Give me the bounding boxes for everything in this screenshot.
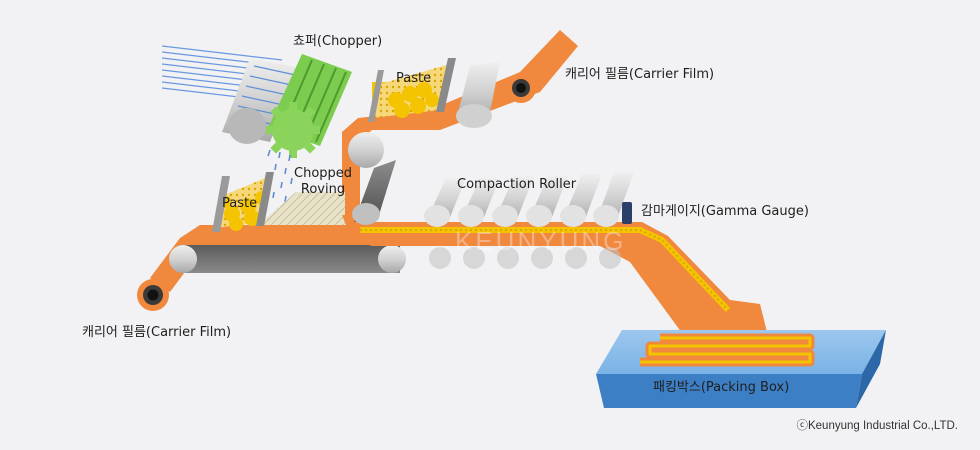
label-chopper: 쵸퍼(Chopper): [293, 34, 383, 49]
label-compaction-roller: Compaction Roller: [457, 177, 577, 192]
carrier-film-top: [342, 30, 578, 215]
paste-box-bottom: [212, 172, 274, 232]
chopper: [266, 54, 352, 158]
label-chopped-roving: Chopped Roving: [294, 166, 353, 197]
compaction-rollers-lower: [429, 247, 621, 269]
label-packing-box: 패킹박스(Packing Box): [653, 380, 790, 395]
paste-box-top: [368, 58, 456, 122]
watermark-text: KEUNYUNG: [455, 226, 626, 256]
label-paste-top: Paste: [396, 71, 432, 86]
label-carrier-film-bottom: 캐리어 필름(Carrier Film): [82, 325, 232, 340]
folded-sheet: [640, 333, 815, 367]
label-carrier-film-top: 캐리어 필름(Carrier Film): [565, 67, 715, 82]
copyright-text: ⓒKeunyung Industrial Co.,LTD.: [796, 420, 958, 432]
chopped-roving-bed: [262, 192, 345, 225]
packing-box: [596, 330, 886, 408]
carrier-film-bottom: [137, 225, 398, 311]
conveyor-belt: [169, 245, 406, 273]
label-gamma-gauge: 감마게이지(Gamma Gauge): [641, 204, 809, 219]
compaction-rollers-upper: [352, 160, 634, 227]
label-paste-bottom: Paste: [222, 196, 258, 211]
gamma-gauge: [622, 202, 632, 224]
fiber-roving-strands: [161, 45, 283, 103]
top-rollers: [348, 62, 500, 168]
merged-sheet: [342, 215, 770, 344]
